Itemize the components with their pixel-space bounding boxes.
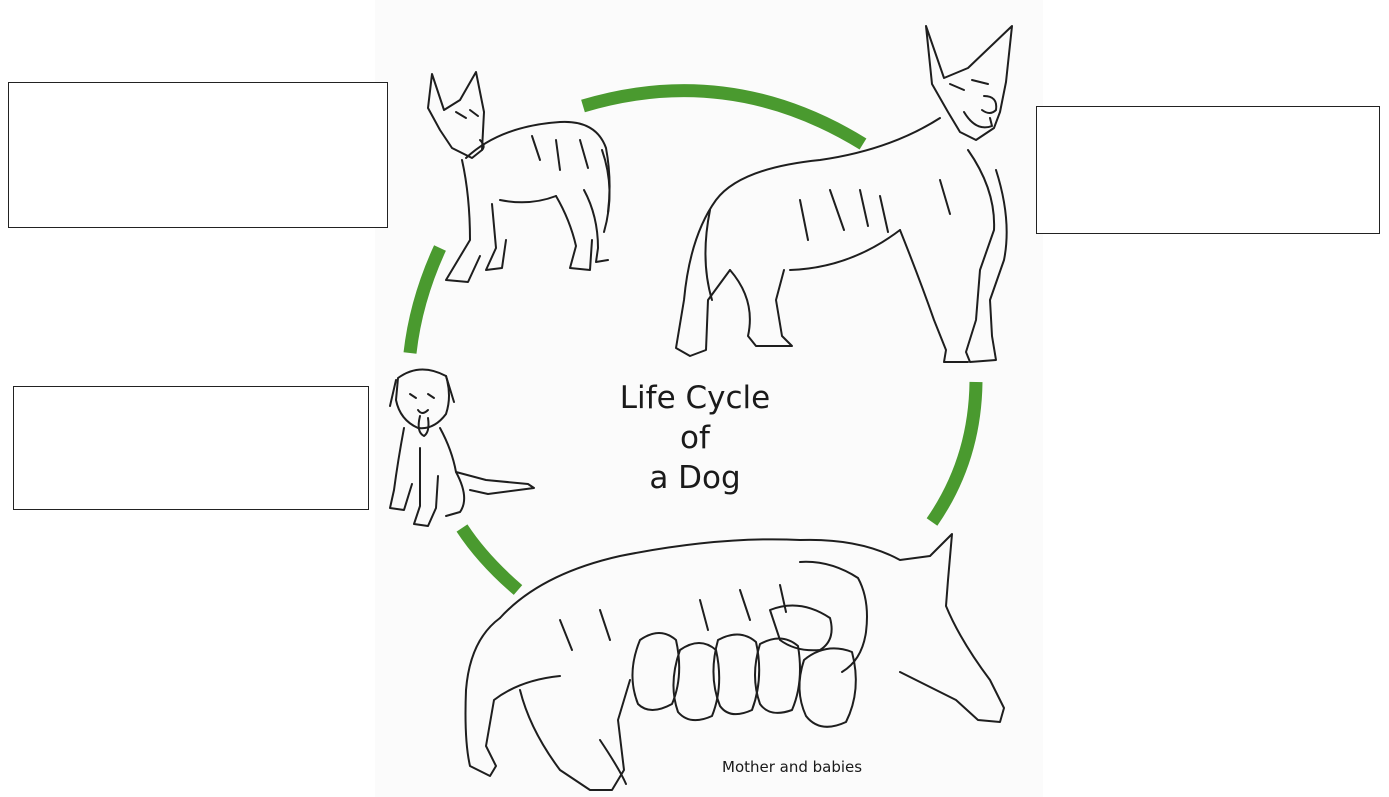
adult-dog-drawing	[676, 26, 1012, 362]
title-line-1: Life Cycle	[600, 378, 790, 418]
arc-adult-to-mother	[932, 382, 976, 522]
label-box-young-dog[interactable]	[8, 82, 388, 228]
puppy-drawing	[390, 369, 534, 526]
arc-puppy-to-young	[410, 248, 440, 353]
mother-and-puppies-drawing	[466, 534, 1005, 790]
mother-and-babies-caption: Mother and babies	[722, 758, 862, 776]
label-box-adult-dog[interactable]	[1036, 106, 1380, 234]
label-box-puppy[interactable]	[13, 386, 369, 510]
arc-mother-to-puppy	[462, 528, 518, 590]
diagram-title: Life Cycle of a Dog	[600, 378, 790, 498]
puppies	[632, 606, 855, 727]
cycle-arrows	[410, 91, 976, 590]
title-line-3: a Dog	[600, 458, 790, 498]
title-line-2: of	[600, 418, 790, 458]
arc-young-to-adult	[583, 91, 863, 144]
